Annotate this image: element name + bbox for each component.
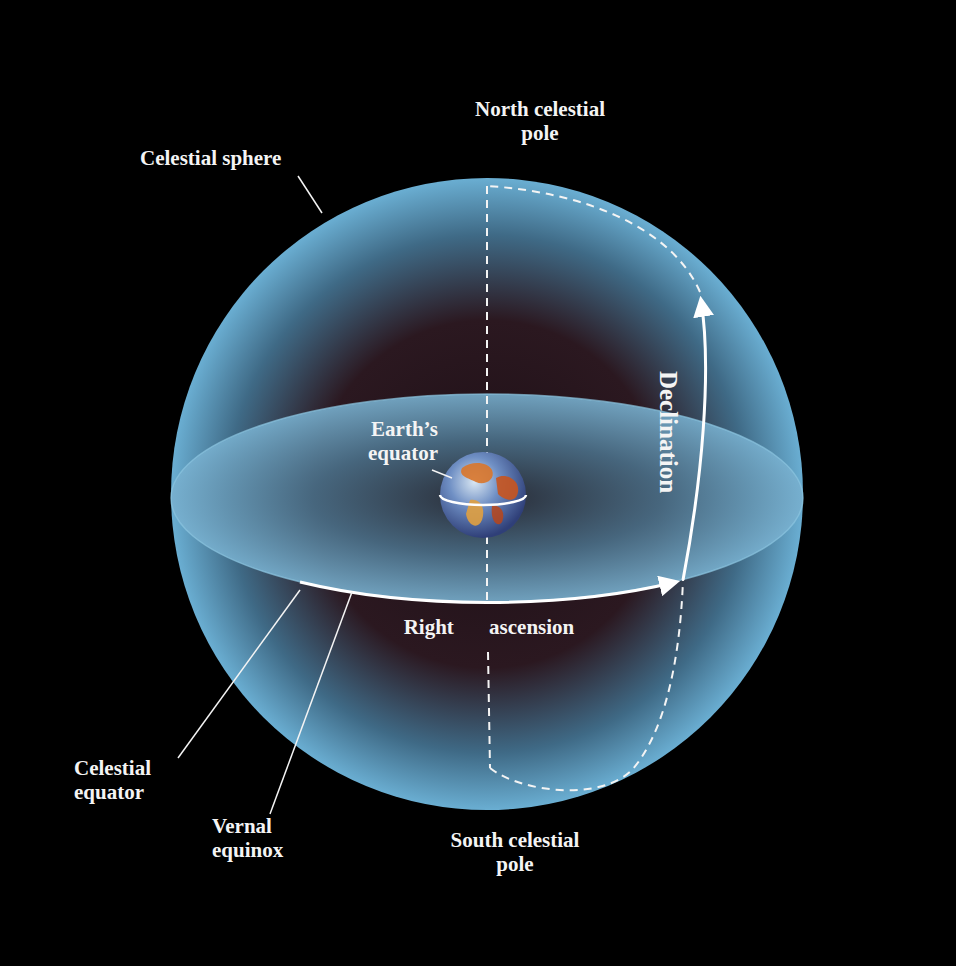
pole-label: South celestial pole: [430, 829, 600, 876]
leader-line: [178, 590, 300, 758]
polar-axis: [488, 652, 490, 768]
right-ascension-label: Right ascension: [404, 616, 575, 640]
leader-line: [298, 176, 322, 213]
celestial-sphere: [171, 178, 803, 810]
polar-axis: [486, 186, 488, 604]
sphere-label: Celestial sphere: [140, 147, 340, 171]
earth: [440, 452, 526, 538]
leader-line: [270, 592, 352, 814]
celestial-equator-label: Celestial equator: [74, 757, 194, 804]
leader-line: [432, 470, 452, 478]
declination-label: Declination: [654, 371, 682, 493]
equator-label: Earth’s equator: [348, 418, 438, 465]
hour-circle: [490, 580, 683, 790]
declination-arrow: [683, 300, 706, 580]
pole-label: North celestial pole: [455, 98, 625, 145]
vernal-equinox-label: Vernal equinox: [212, 815, 322, 862]
right-ascension-arrow: [300, 582, 676, 602]
hour-circle: [487, 186, 700, 292]
